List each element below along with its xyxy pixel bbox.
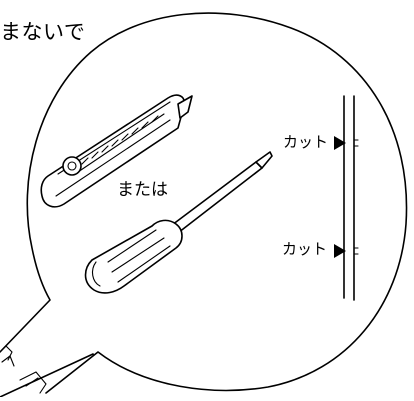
screwdriver-icon: [84, 151, 273, 294]
cut-arrow-1: [334, 136, 346, 150]
top-caption-text: まないで: [0, 20, 86, 44]
cut-strip: [343, 95, 359, 301]
cut-label-lower: カット: [282, 240, 328, 258]
cut-arrow-2: [334, 244, 346, 258]
device-edge-fragment: [0, 345, 47, 394]
tools-caption-text: または: [117, 180, 168, 200]
utility-knife-icon: [40, 94, 193, 208]
cut-label-upper: カット: [283, 133, 329, 151]
